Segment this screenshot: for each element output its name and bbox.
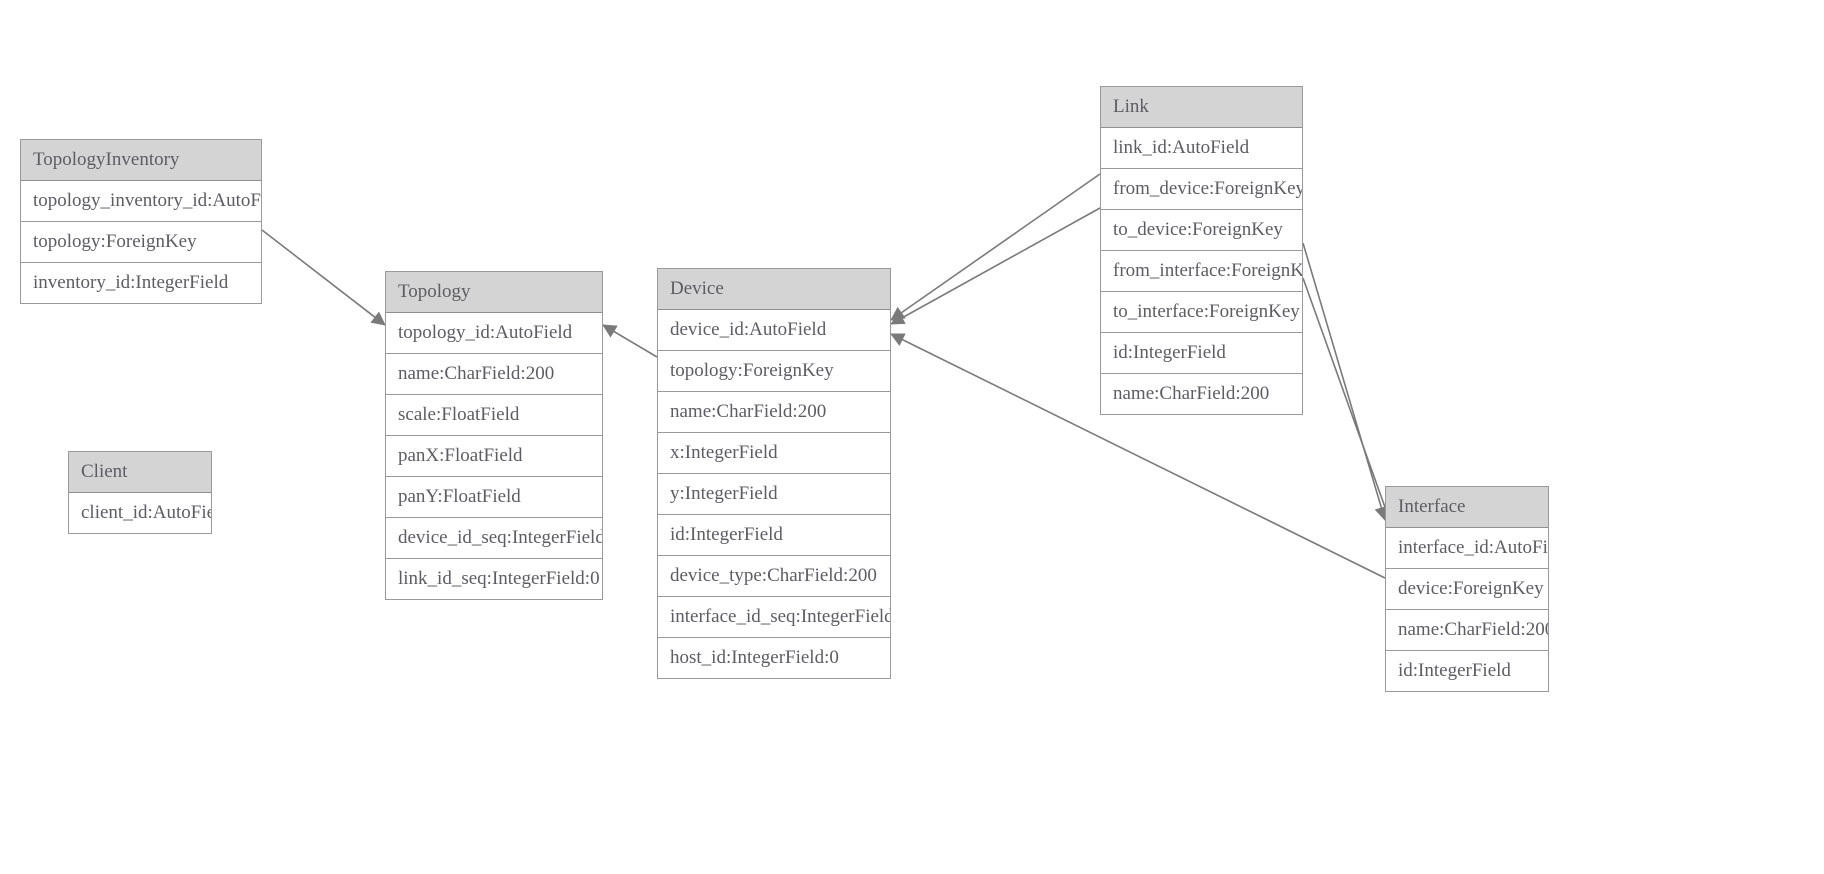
entity-title: Client: [69, 452, 211, 493]
entity-device[interactable]: Device device_id:AutoField topology:Fore…: [657, 268, 891, 679]
entity-field: panX:FloatField: [386, 436, 602, 477]
entity-field: device_id:AutoField: [658, 310, 890, 351]
entity-field: id:IntegerField: [1398, 660, 1511, 681]
entity-title: Device: [658, 269, 890, 310]
entity-field: id:IntegerField: [1101, 333, 1302, 374]
entity-field: name:CharField:200: [386, 354, 602, 395]
edge-link-to-device: [890, 207, 1101, 325]
edge-device-topology: [602, 324, 658, 358]
entity-title: Link: [1101, 87, 1302, 128]
edge-link-from-interface: [1302, 242, 1389, 521]
entity-field: interface_id_seq:IntegerField:0: [658, 597, 890, 638]
edge-link-to-interface: [1302, 277, 1394, 525]
entity-title: TopologyInventory: [21, 140, 261, 181]
entity-field: y:IntegerField: [658, 474, 890, 515]
edge-topologyinventory-topology: [261, 229, 386, 326]
entity-field: topology_inventory_id:AutoField: [21, 181, 261, 222]
entity-field: link_id:AutoField: [1101, 128, 1302, 169]
entity-topologyinventory[interactable]: TopologyInventory topology_inventory_id:…: [20, 139, 262, 304]
entity-field: scale:FloatField: [386, 395, 602, 436]
entity-field: device:ForeignKey: [1386, 569, 1548, 610]
entity-field: device_type:CharField:200: [658, 556, 890, 597]
entity-client[interactable]: Client client_id:AutoField: [68, 451, 212, 534]
entity-field: inventory_id:IntegerField: [33, 272, 229, 293]
entity-field: topology:ForeignKey: [658, 351, 890, 392]
edge-link-from-device: [890, 173, 1101, 321]
entity-field: interface_id:AutoField: [1386, 528, 1548, 569]
entity-field: device_id_seq:IntegerField:0: [386, 518, 602, 559]
entity-field: panY:FloatField: [386, 477, 602, 518]
entity-topology[interactable]: Topology topology_id:AutoField name:Char…: [385, 271, 603, 600]
entity-field: name:CharField:200: [1113, 383, 1270, 404]
entity-field: link_id_seq:IntegerField:0: [398, 568, 600, 589]
entity-field: client_id:AutoField: [81, 502, 211, 523]
entity-title: Interface: [1386, 487, 1548, 528]
entity-field: host_id:IntegerField:0: [670, 647, 839, 668]
entity-field: to_interface:ForeignKey: [1101, 292, 1302, 333]
entity-link[interactable]: Link link_id:AutoField from_device:Forei…: [1100, 86, 1303, 415]
entity-field: from_device:ForeignKey: [1101, 169, 1302, 210]
entity-field: topology_id:AutoField: [386, 313, 602, 354]
entity-field: id:IntegerField: [658, 515, 890, 556]
entity-field: to_device:ForeignKey: [1101, 210, 1302, 251]
entity-interface[interactable]: Interface interface_id:AutoField device:…: [1385, 486, 1549, 692]
entity-field: topology:ForeignKey: [21, 222, 261, 263]
entity-field: from_interface:ForeignKey: [1101, 251, 1302, 292]
entity-field: name:CharField:200: [658, 392, 890, 433]
entity-field: name:CharField:200: [1386, 610, 1548, 651]
entity-title: Topology: [386, 272, 602, 313]
entity-field: x:IntegerField: [658, 433, 890, 474]
